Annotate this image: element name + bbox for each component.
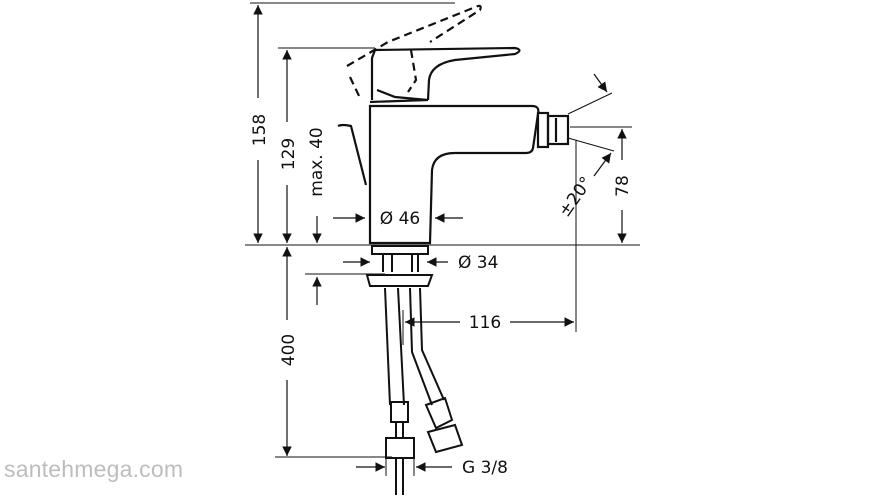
svg-text:158: 158	[250, 114, 270, 146]
svg-text:±20°: ±20°	[555, 173, 597, 221]
dim-max-40: max. 40	[307, 127, 327, 243]
dim-400: 400	[275, 247, 392, 458]
dim-angle-20: ±20°	[555, 73, 615, 221]
svg-text:78: 78	[613, 175, 633, 197]
faucet-base	[365, 245, 464, 495]
svg-text:Ø 46: Ø 46	[380, 209, 420, 229]
dim-158: 158	[250, 5, 270, 243]
faucet-body	[337, 4, 570, 245]
dim-78: 78	[570, 126, 633, 243]
svg-text:129: 129	[279, 138, 299, 170]
svg-text:116: 116	[469, 313, 501, 333]
svg-text:400: 400	[279, 334, 299, 366]
dim-diameter-46: Ø 46	[333, 209, 463, 229]
watermark: santehmega.com	[4, 456, 184, 482]
dim-129: 129	[279, 50, 299, 243]
svg-text:max. 40: max. 40	[307, 127, 327, 196]
svg-text:Ø 34: Ø 34	[458, 253, 498, 273]
dim-diameter-34: Ø 34	[343, 253, 498, 273]
dim-116: 116	[402, 140, 577, 345]
dim-g-3-8: G 3/8	[356, 458, 508, 478]
svg-text:G 3/8: G 3/8	[462, 458, 508, 478]
